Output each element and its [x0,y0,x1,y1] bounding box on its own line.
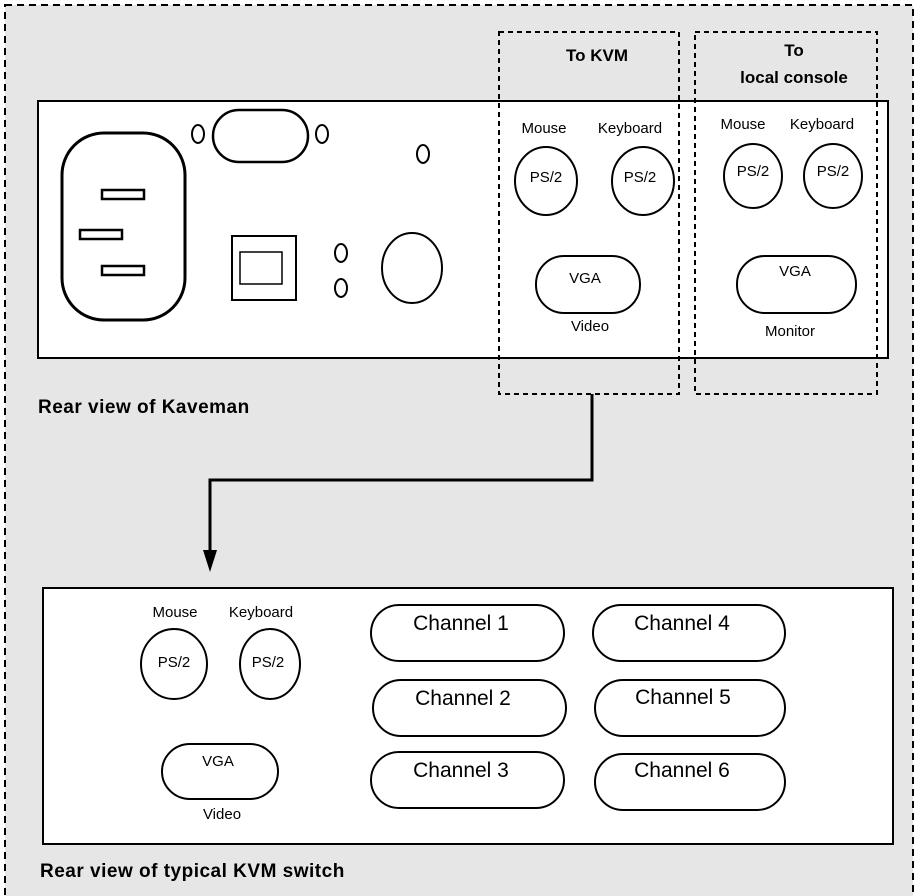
arrow-down-icon [203,394,594,572]
channel-3-port[interactable] [370,751,565,809]
to-kvm-keyboard-port[interactable] [611,146,675,216]
to-kvm-group: Mouse Keyboard PS/2 PS/2 VGA Video [514,120,675,335]
to-kvm-mouse-label: Mouse [521,120,566,137]
to-kvm-highlight-box [498,31,680,395]
kvm-mouse-label: Mouse [152,604,197,621]
channel-3-label: Channel 3 [413,759,509,782]
console-mouse-port[interactable] [723,143,783,209]
console-keyboard-port[interactable] [803,143,863,209]
to-kvm-keyboard-port-label: PS/2 [624,169,657,186]
to-kvm-video-caption: Video [571,318,609,335]
console-mouse-port-label: PS/2 [737,163,770,180]
kvm-switch-panel: Mouse Keyboard PS/2 PS/2 VGA Video Chann… [42,587,894,845]
to-kvm-keyboard-label: Keyboard [598,120,662,137]
usb-port-icon [231,235,297,301]
round-connector-icon [381,232,443,304]
kvm-keyboard-label: Keyboard [229,604,293,621]
to-kvm-header: To KVM [566,46,628,65]
kvm-video-caption: Video [203,806,241,823]
console-vga-label: VGA [779,263,811,280]
kvm-vga-label: VGA [202,753,234,770]
serial-port-icon [211,108,310,164]
kvm-keyboard-port-label: PS/2 [252,654,285,671]
led-icon [334,243,348,263]
led-icon [334,278,348,298]
channel-2-port[interactable] [372,679,567,737]
local-console-group: Mouse Keyboard PS/2 PS/2 VGA Monitor [720,116,863,340]
channel-5-port[interactable] [594,679,786,737]
channel-2-label: Channel 2 [415,687,511,710]
console-mouse-label: Mouse [720,116,765,133]
channel-6-label: Channel 6 [634,759,730,782]
screw-hole-icon [315,124,329,144]
channel-1-label: Channel 1 [413,612,509,635]
to-kvm-vga-port[interactable] [535,255,641,314]
local-console-highlight-box [694,31,878,395]
to-kvm-mouse-port[interactable] [514,146,578,216]
kvm-keyboard-port[interactable] [239,628,301,700]
kaveman-caption: Rear view of Kaveman [38,397,250,418]
console-vga-port[interactable] [736,255,857,314]
channel-1-port[interactable] [370,604,565,662]
kvm-switch-caption: Rear view of typical KVM switch [40,861,345,882]
console-monitor-caption: Monitor [765,323,815,340]
console-keyboard-port-label: PS/2 [817,163,850,180]
local-console-header-line2: local console [740,68,848,87]
channel-4-port[interactable] [592,604,786,662]
console-keyboard-label: Keyboard [790,116,854,133]
channel-6-port[interactable] [594,753,786,811]
channel-4-label: Channel 4 [634,612,730,635]
to-kvm-vga-label: VGA [569,270,601,287]
screw-hole-icon [191,124,205,144]
kvm-vga-port[interactable] [161,743,279,800]
screw-hole-icon [416,144,430,164]
to-kvm-mouse-port-label: PS/2 [530,169,563,186]
power-inlet-icon [60,131,187,322]
channel-5-label: Channel 5 [635,686,731,709]
kvm-mouse-port-label: PS/2 [158,654,191,671]
kaveman-panel: Mouse Keyboard PS/2 PS/2 VGA Video Mouse… [37,100,889,359]
kvm-mouse-port[interactable] [140,628,208,700]
local-console-header-line1: To [784,41,804,60]
